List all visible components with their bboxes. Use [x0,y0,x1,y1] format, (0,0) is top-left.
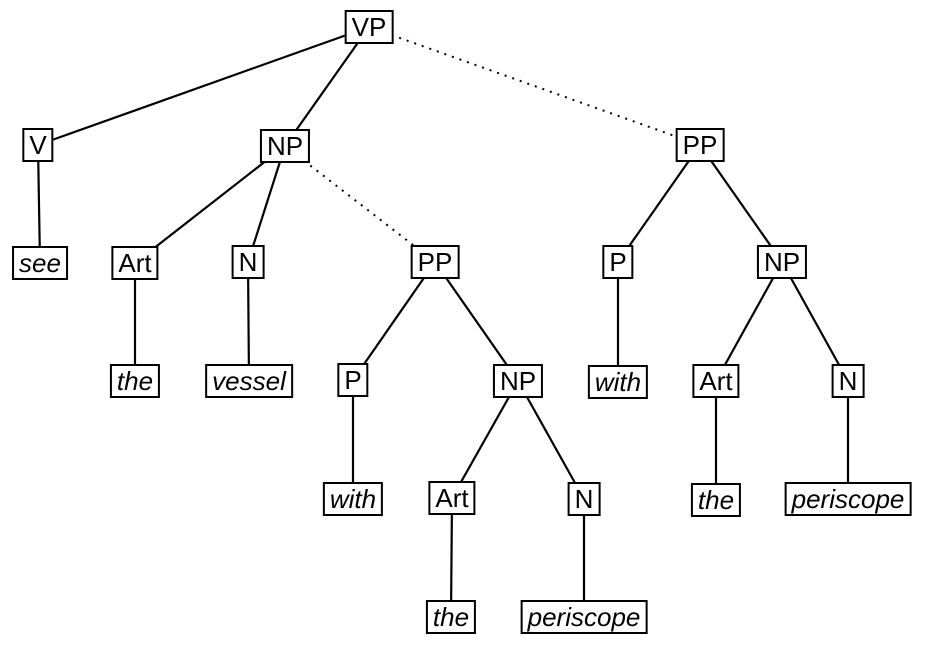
tree-node-n3: N [831,364,865,398]
tree-edge-pp2-np3 [699,144,783,263]
tree-node-p1: P [337,363,369,397]
tree-node-the3: the [690,483,742,517]
tree-edge-pp2-p2 [617,144,701,263]
tree-edge-np1-art1 [134,145,286,264]
tree-node-n1: N [231,245,265,279]
tree-node-np1: NP [259,129,311,163]
tree-edge-vp-np1 [284,26,370,147]
tree-edge-np2-art2 [451,380,519,499]
tree-node-vp: VP [344,10,394,44]
tree-edge-v-see [36,144,42,264]
tree-node-see: see [12,246,68,280]
tree-edge-art2-the2 [449,497,454,618]
tree-node-v: V [22,128,54,162]
tree-node-art3: Art [692,364,740,398]
tree-node-art1: Art [111,246,159,280]
tree-edge-np3-art3 [715,261,783,382]
tree-node-the1: the [109,364,161,398]
tree-node-n2: N [567,482,601,516]
tree-node-with2: with [587,365,649,399]
tree-edge-vp-v [37,25,370,147]
tree-edge-n1-vessel [246,261,251,382]
tree-node-pp2: PP [675,128,725,162]
tree-node-p2: P [602,245,634,279]
tree-node-the2: the [425,600,477,634]
tree-edge-pp1-p1 [352,261,436,381]
tree-edge-np1-n1 [246,145,287,263]
tree-node-vessel: vessel [205,364,293,398]
tree-edge-np2-n2 [517,380,585,500]
tree-edge-pp1-np2 [434,261,519,382]
tree-node-with1: with [322,482,384,516]
tree-edge-np3-n3 [781,261,849,382]
tree-node-art2: Art [428,481,476,515]
tree-node-pp1: PP [410,245,460,279]
tree-node-periscope2: periscope [520,600,648,634]
tree-node-periscope3: periscope [784,482,912,516]
tree-edge-vp-pp2-dotted [368,26,701,146]
tree-node-np3: NP [756,245,808,279]
tree-node-np2: NP [492,364,544,398]
